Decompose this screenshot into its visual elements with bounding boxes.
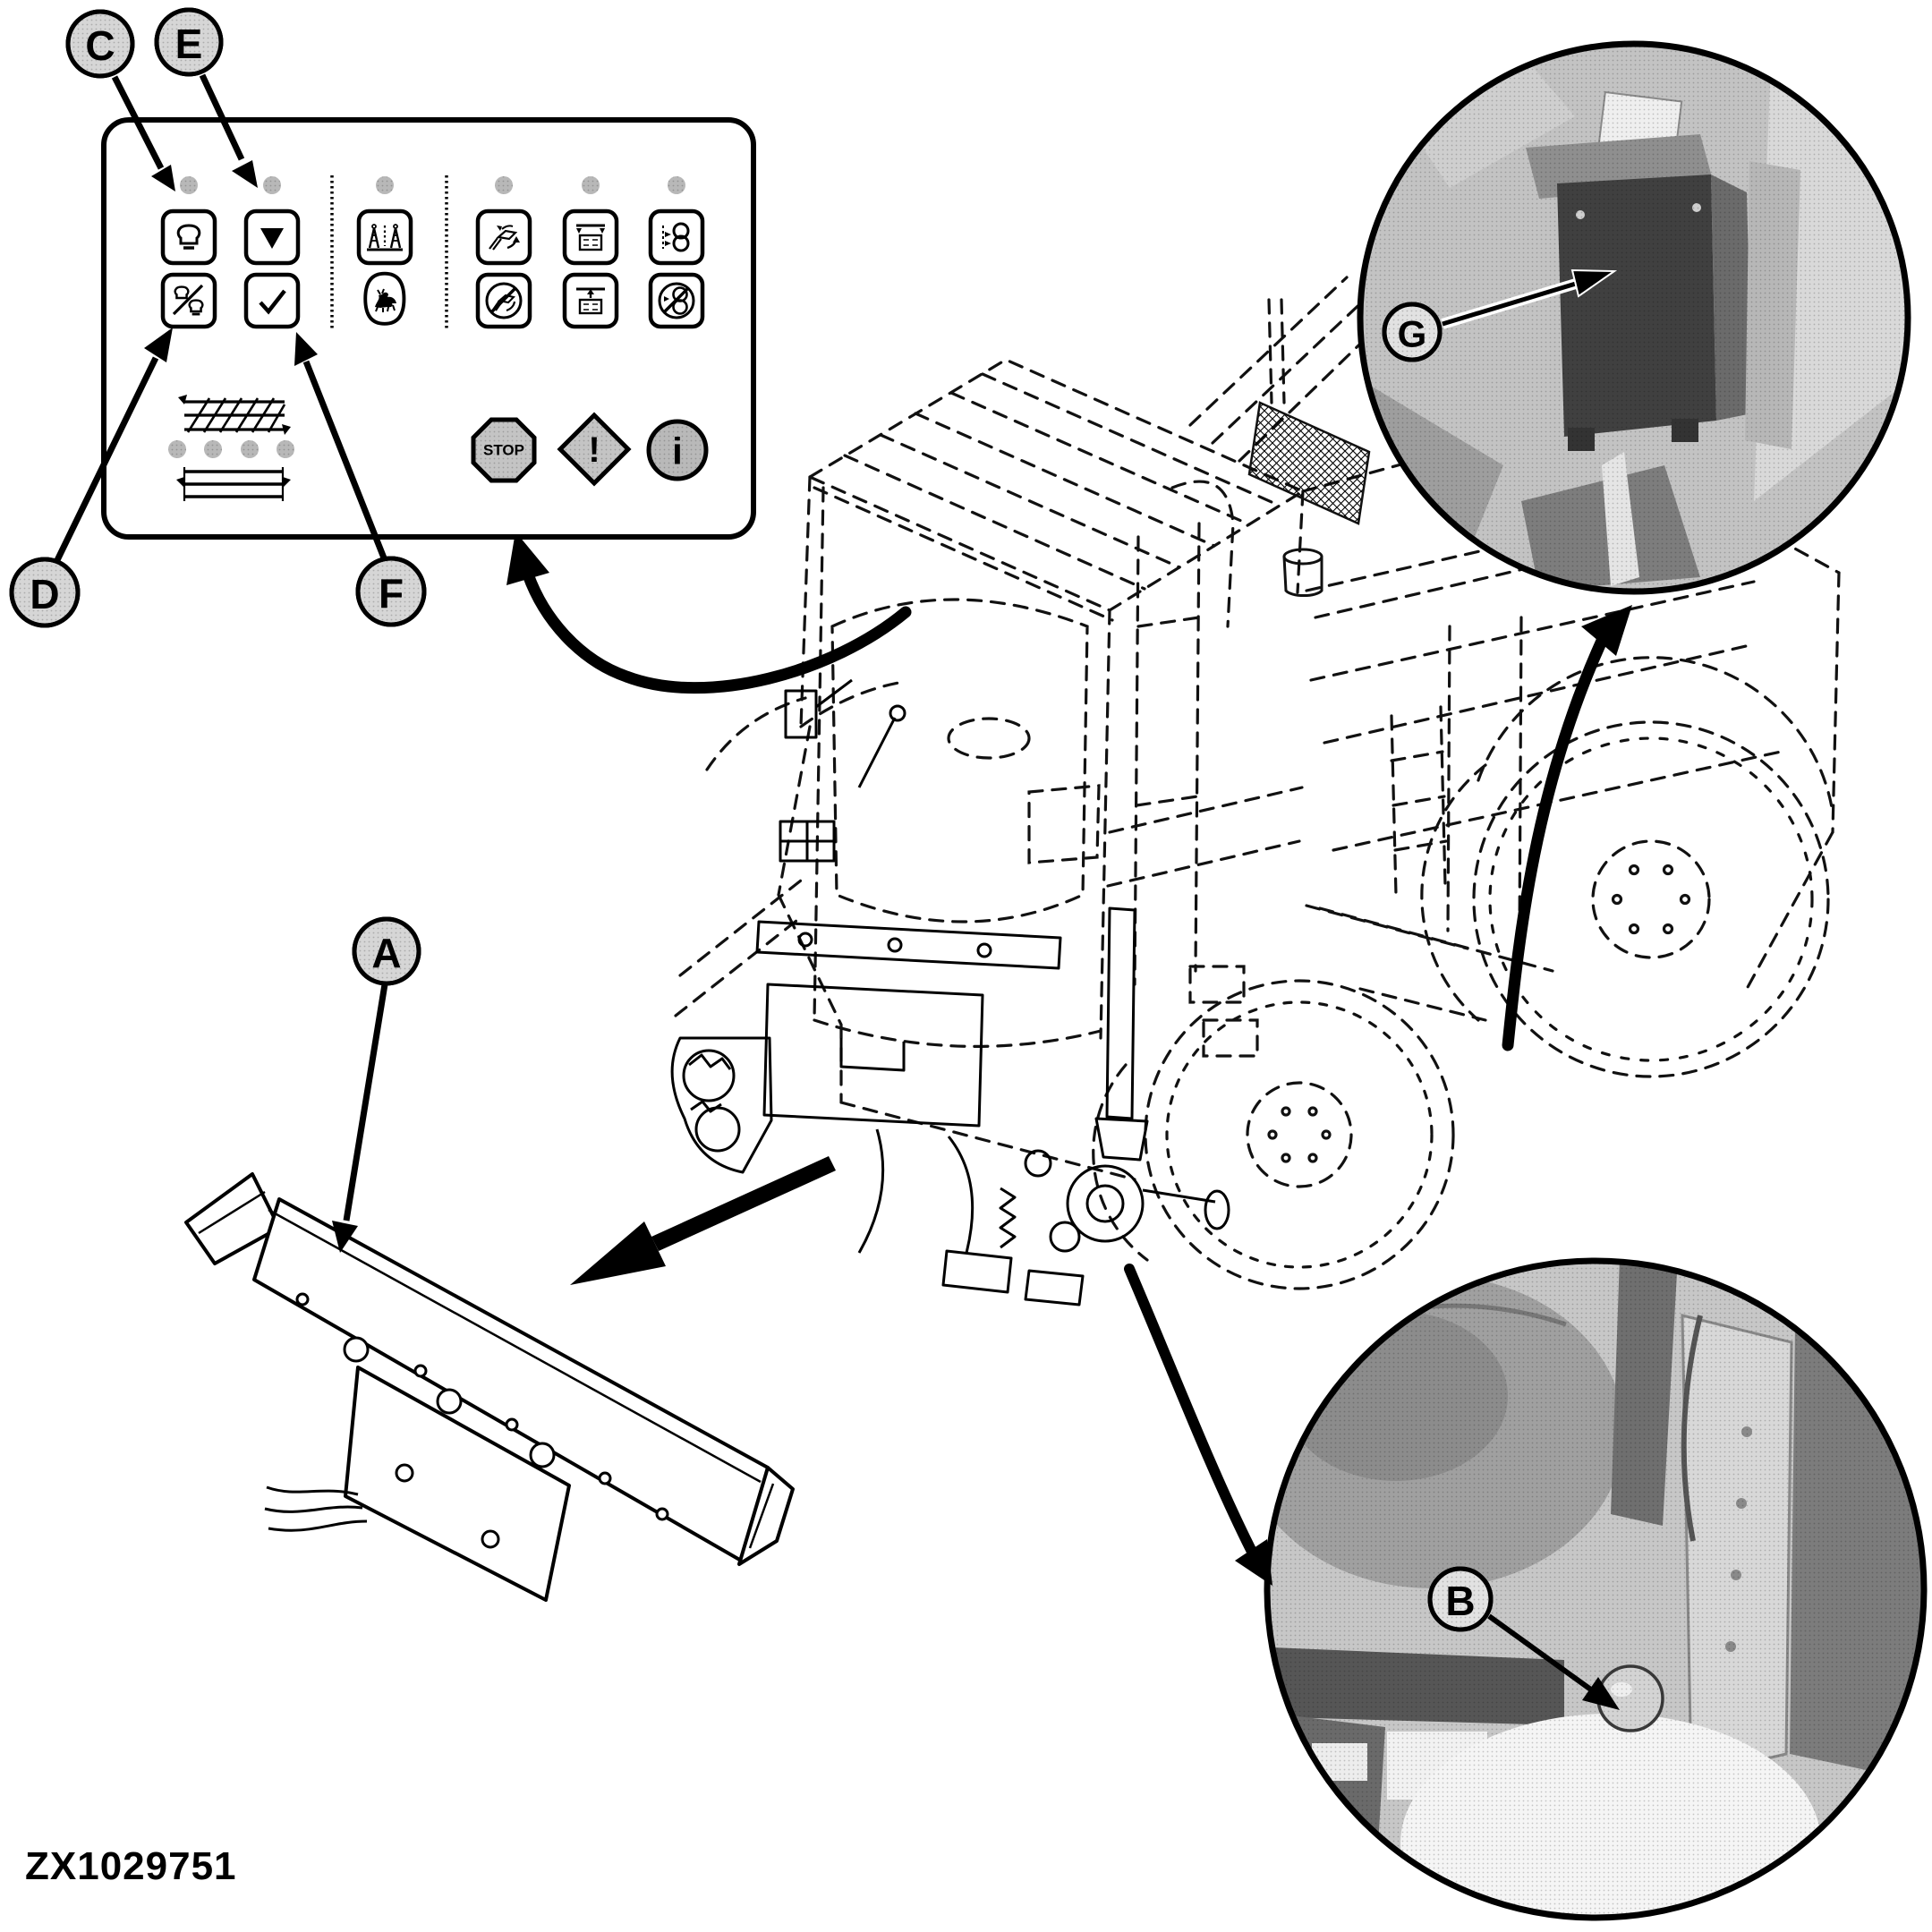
connector-arrows (506, 532, 1632, 1586)
photo-inset-control-unit (1357, 40, 1911, 595)
light-toggle-icon (172, 284, 204, 316)
arrow-down-icon (260, 228, 284, 249)
john-deere-logo-button[interactable] (363, 271, 406, 326)
knife-sharpen-icon (662, 222, 690, 252)
callout-arrow-g (1441, 268, 1618, 329)
light-toggle-button[interactable] (160, 272, 217, 329)
callout-arrow-f (294, 332, 388, 562)
callout-arrow-a (332, 983, 388, 1253)
arrow-down-button[interactable] (243, 209, 301, 266)
shearbar-open-button[interactable] (562, 272, 619, 329)
detector-grid-band (178, 395, 291, 435)
callout-badges: C E D F A G B (9, 7, 1494, 1632)
header-disengage-icon (485, 282, 523, 319)
harvester-roof (806, 358, 1306, 622)
bracket-wires (264, 1485, 368, 1532)
callout-letter-f: F (379, 570, 404, 617)
shearbar-close-icon (576, 224, 605, 251)
work-light-icon (176, 224, 201, 250)
front-wheel (1092, 979, 1455, 1290)
callout-letter-g: G (1398, 313, 1427, 355)
engine-grille (1247, 401, 1371, 525)
header-disengage-button[interactable] (475, 272, 532, 329)
callout-badge-g: G (1382, 302, 1443, 362)
photo-inset-sensor (1264, 1257, 1928, 1921)
confirm-check-button[interactable] (243, 272, 301, 329)
warning-label: ! (588, 430, 600, 470)
callout-badge-c: C (65, 9, 135, 79)
figure-caption: ZX1029751 (25, 1844, 237, 1888)
knife-sharpen-button[interactable] (648, 209, 705, 266)
header-engage-button[interactable] (475, 209, 532, 266)
john-deere-logo-icon (375, 288, 396, 312)
work-light-button[interactable] (160, 209, 217, 266)
callout-letter-b: B (1445, 1578, 1475, 1624)
deere-frame (363, 271, 406, 326)
front-attachment (670, 678, 1230, 1306)
bracket-part (184, 1172, 795, 1602)
control-panel: STOP ! i (101, 117, 756, 540)
warning-diamond: ! (557, 412, 632, 487)
arrow-to-panel (506, 532, 912, 694)
shearbar-open-icon (576, 287, 605, 315)
stop-octagon: STOP (471, 417, 537, 483)
panel-group-dividers (330, 175, 448, 329)
metal-detector-indicator (168, 395, 294, 501)
info-circle: i (646, 419, 709, 481)
shearbar-close-button[interactable] (562, 209, 619, 266)
callout-badge-e: E (154, 7, 224, 77)
exhaust-cap (1282, 548, 1323, 598)
arrow-to-photo-b (1124, 1264, 1272, 1586)
metal-detector-button[interactable] (356, 209, 413, 266)
metal-detector-icon (367, 224, 403, 251)
callout-arrows (54, 73, 1620, 1710)
callout-letter-d: D (30, 571, 59, 617)
knife-sharpen-off-icon (658, 282, 695, 319)
rear-wheel (1420, 720, 1830, 1078)
callout-badge-a: A (352, 916, 421, 986)
detector-lines-band (176, 467, 291, 501)
harvester-cab (799, 475, 1305, 1048)
callout-arrow-c (111, 75, 175, 191)
knife-sharpen-off-button[interactable] (648, 272, 705, 329)
detector-leds (168, 440, 294, 458)
stop-label: STOP (483, 442, 524, 459)
status-symbols: STOP ! i (471, 412, 709, 487)
callout-letter-e: E (175, 21, 203, 67)
callout-badge-d: D (9, 557, 81, 628)
confirm-check-icon (259, 289, 286, 315)
callout-letter-a: A (371, 930, 401, 976)
info-label: i (672, 430, 683, 472)
callout-arrow-b (1487, 1613, 1620, 1710)
callout-badge-f: F (355, 556, 427, 627)
callout-badge-b: B (1427, 1566, 1494, 1632)
callout-arrow-d (54, 328, 173, 562)
arrow-to-bracket (570, 1156, 836, 1285)
arrow-to-photo-g (1502, 605, 1632, 1051)
callout-letter-c: C (85, 22, 115, 69)
header-engage-icon (489, 225, 520, 251)
panel-top-leds (180, 176, 685, 194)
callout-arrow-e (199, 73, 258, 188)
